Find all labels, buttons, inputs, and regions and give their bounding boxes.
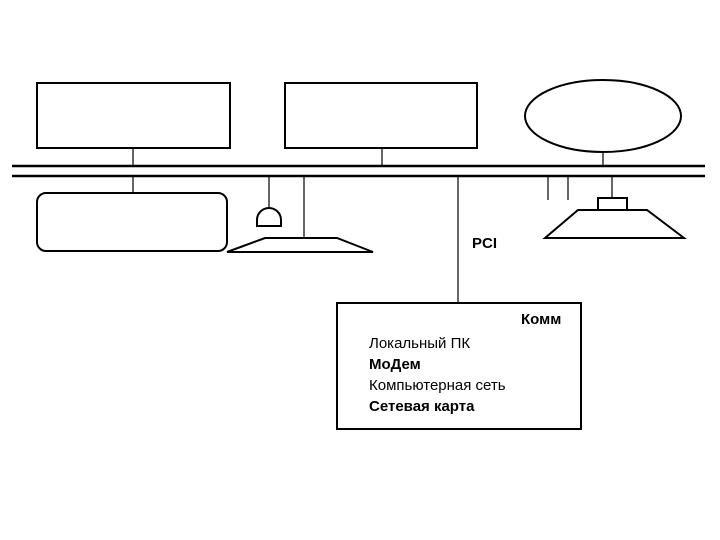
comm-item-local-pc: Локальный ПК	[369, 335, 471, 352]
device-box-left	[36, 82, 231, 149]
trapezoid-left	[226, 237, 374, 253]
device-rounded-box	[36, 192, 228, 252]
trapezoid-right-cap	[597, 197, 628, 211]
comm-item-network-card: Сетевая карта	[369, 398, 475, 415]
comm-box-title: Комм	[521, 311, 562, 328]
trapezoid-right	[542, 209, 687, 239]
bell-shape	[256, 207, 282, 227]
bus-label: PCI	[472, 235, 498, 252]
comm-item-network: Компьютерная сеть	[369, 377, 506, 394]
comm-box	[336, 302, 582, 430]
comm-item-modem: МоДем	[369, 356, 421, 373]
device-box-center	[284, 82, 478, 149]
device-ellipse	[524, 79, 682, 153]
